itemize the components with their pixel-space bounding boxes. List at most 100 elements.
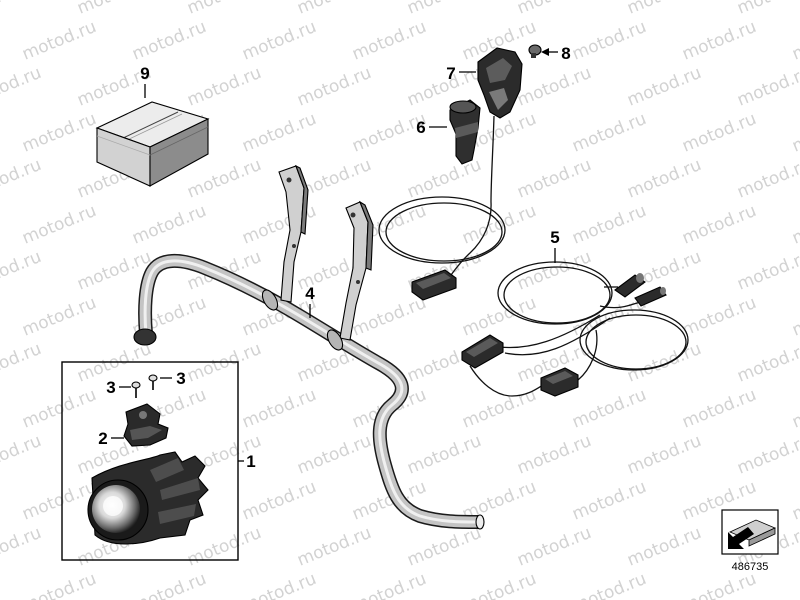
watermark-text: motod.ru	[789, 477, 800, 525]
watermark-text: motod.ru	[569, 569, 649, 600]
part-4-bracket-hole	[286, 177, 292, 183]
watermark-text: motod.ru	[789, 201, 800, 249]
watermark-text: motod.ru	[19, 477, 99, 525]
part-4-bracket-hole	[350, 212, 356, 218]
watermark-text: motod.ru	[624, 431, 704, 479]
watermark-text: motod.ru	[294, 523, 374, 571]
watermark-text: motod.ru	[404, 155, 484, 203]
part-7-coil	[378, 196, 506, 264]
watermark-text: motod.ru	[19, 385, 99, 433]
watermark-text: motod.ru	[0, 0, 44, 19]
watermark-text: motod.ru	[19, 17, 99, 65]
callout-8: 8	[561, 44, 570, 63]
watermark-text: motod.ru	[0, 63, 44, 111]
part-7-face	[486, 58, 512, 83]
part-1-fin	[160, 478, 200, 500]
part-5-connector-cap	[660, 287, 666, 295]
watermark-text: motod.ru	[129, 569, 209, 600]
part-7-coil	[385, 202, 503, 262]
part-1-fin	[150, 458, 184, 482]
watermark-text: motod.ru	[19, 109, 99, 157]
watermark-text: motod.ru	[789, 17, 800, 65]
watermark-text: motod.ru	[514, 523, 594, 571]
part-1-lens-highlight	[103, 496, 123, 516]
watermark-text: motod.ru	[459, 569, 539, 600]
watermark-text: motod.ru	[789, 385, 800, 433]
part-5-connector	[634, 286, 667, 307]
watermark-text: motod.ru	[569, 109, 649, 157]
part-2-face	[130, 426, 162, 440]
callout-9: 9	[140, 64, 149, 83]
watermark-text: motod.ru	[0, 247, 44, 295]
watermark-text: motod.ru	[184, 155, 264, 203]
part-5-cable	[504, 317, 611, 356]
watermark-text: motod.ru	[734, 431, 800, 479]
watermark-text: motod.ru	[184, 0, 264, 19]
watermark-text: motod.ru	[789, 109, 800, 157]
part-3-right-drawing	[148, 374, 158, 390]
part-5-loop	[503, 266, 611, 324]
watermark-text: motod.ru	[184, 339, 264, 387]
callout-4: 4	[305, 284, 315, 303]
watermark-text: motod.ru	[404, 523, 484, 571]
watermark-text: motod.ru	[734, 247, 800, 295]
watermark-text: motod.ru	[679, 569, 759, 600]
part-4-tube-highlight	[143, 259, 479, 524]
part-5-connector-top	[466, 338, 498, 357]
part-3-screw-head	[131, 381, 141, 389]
callout-3-left: 3	[106, 378, 115, 397]
watermark-text: motod.ru	[19, 569, 99, 600]
part-2-drawing	[123, 403, 169, 447]
part-5-loop	[579, 309, 689, 371]
part-9-band	[96, 135, 151, 156]
watermark-text: motod.ru	[0, 339, 44, 387]
watermark-text: motod.ru	[514, 0, 594, 19]
callouts: 9 7 8 6 5 4 3 3 2 1	[98, 44, 570, 471]
part-8-clip-tail	[531, 53, 536, 58]
watermark-text: motod.ru	[514, 155, 594, 203]
part-5-connector-cap	[636, 273, 644, 283]
watermark-text: motod.ru	[679, 109, 759, 157]
watermark-text: motod.ru	[239, 17, 319, 65]
watermark-text: motod.ru	[734, 155, 800, 203]
part-5-cable	[499, 314, 601, 349]
watermark-text: motod.ru	[184, 63, 264, 111]
part-5-loop	[585, 314, 687, 370]
part-5-cable	[577, 329, 598, 381]
part-5-drawing	[461, 261, 689, 397]
watermark-text: motod.ru	[294, 0, 374, 19]
watermark-text: motod.ru	[184, 523, 264, 571]
watermark-text: motod.ru	[74, 0, 154, 19]
watermark-text: motod.ru	[349, 293, 429, 341]
watermark-text: motod.ru	[239, 477, 319, 525]
part-4-left-end	[133, 328, 157, 346]
part-9-drawing	[95, 101, 210, 187]
watermark-text: motod.ru	[679, 385, 759, 433]
watermark-text: motod.ru	[239, 569, 319, 600]
part-4-bracket-right-side	[358, 200, 374, 271]
watermark-text: motod.ru	[129, 201, 209, 249]
watermark-text: motod.ru	[294, 431, 374, 479]
part-5-cable	[599, 301, 641, 309]
watermark-text: motod.ru	[789, 569, 800, 600]
watermark-text: motod.ru	[569, 17, 649, 65]
part-4-bracket-hole	[292, 244, 296, 248]
part-5-connector-top	[545, 371, 573, 384]
part-1-fin	[158, 504, 196, 524]
watermark-text: motod.ru	[514, 431, 594, 479]
watermark-text: motod.ru	[624, 339, 704, 387]
part-9-right-face	[149, 118, 209, 187]
watermark-text: motod.ru	[19, 293, 99, 341]
part-9-band	[149, 126, 209, 156]
watermark-text: motod.ru	[624, 523, 704, 571]
part-3-screw-head	[148, 374, 158, 382]
watermark-text: motod.ru	[569, 201, 649, 249]
watermark-text: motod.ru	[569, 385, 649, 433]
watermark-text: motod.ru	[0, 155, 44, 203]
leader-lines	[111, 48, 558, 462]
watermark-text: motod.ru	[734, 0, 800, 19]
part-7-connector-top	[416, 273, 451, 289]
watermark-text: motod.ru	[569, 477, 649, 525]
watermark-text: motod.ru	[349, 569, 429, 600]
